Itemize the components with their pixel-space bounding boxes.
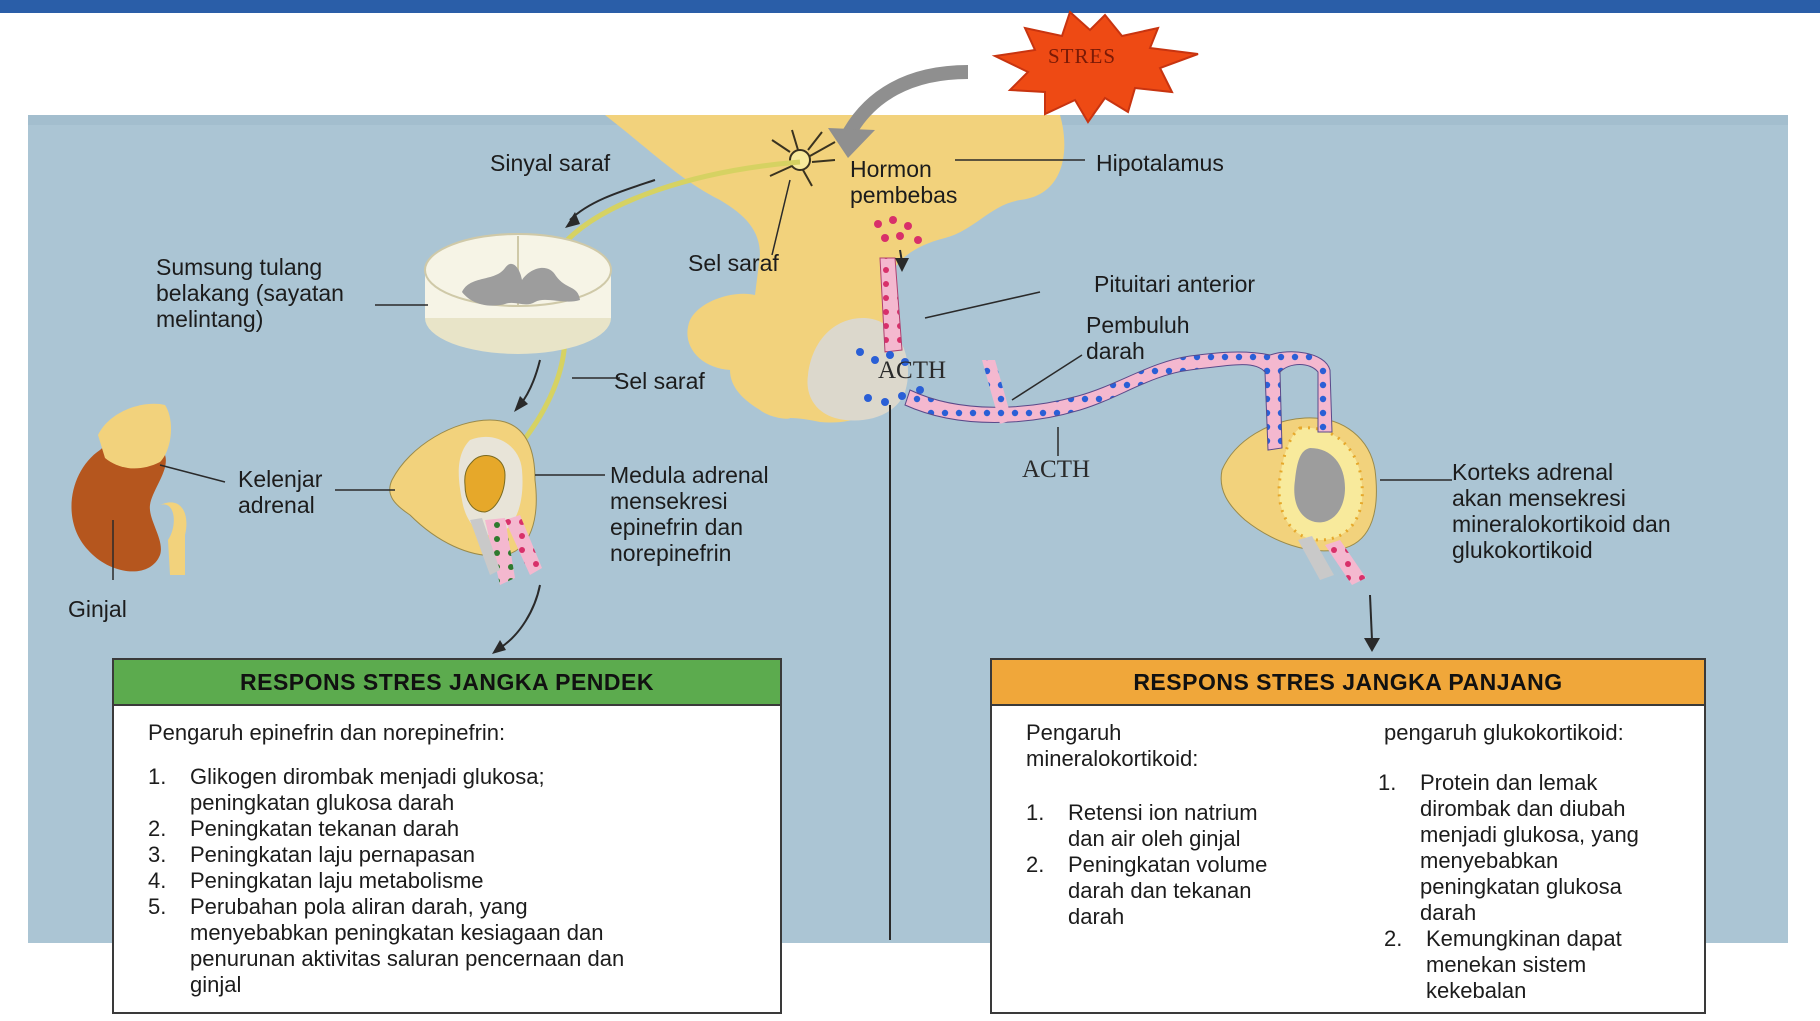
list-item: 1.Retensi ion natrium dan air oleh ginja… [1026, 800, 1326, 852]
label-hipotalamus: Hipotalamus [1096, 150, 1224, 176]
stres-label: STRES [1048, 44, 1116, 69]
mineralokortikoid-subtitle: Pengaruh mineralokortikoid: [1026, 720, 1198, 772]
label-ginjal: Ginjal [68, 596, 127, 622]
list-item: 4.Peningkatan laju metabolisme [148, 868, 768, 894]
glukokortikoid-list: 1.Protein dan lemak dirombak dan diubah … [1378, 770, 1698, 1004]
label-kelenjar-adrenal: Kelenjar adrenal [238, 466, 322, 518]
label-medula-adrenal: Medula adrenal mensekresi epinefrin dan … [610, 462, 769, 566]
list-item: 1.Protein dan lemak dirombak dan diubah … [1378, 770, 1698, 926]
label-korteks-adrenal: Korteks adrenal akan mensekresi mineralo… [1452, 459, 1671, 563]
list-item: 5.Perubahan pola aliran darah, yang meny… [148, 894, 768, 998]
list-item: 2.Peningkatan tekanan darah [148, 816, 768, 842]
short-term-subtitle: Pengaruh epinefrin dan norepinefrin: [148, 720, 505, 746]
short-term-list: 1.Glikogen dirombak menjadi glukosa; pen… [148, 764, 768, 998]
spinal-cord-icon [425, 234, 611, 354]
list-item: 1.Glikogen dirombak menjadi glukosa; pen… [148, 764, 768, 816]
label-hormon-pembebas: Hormon pembebas [850, 156, 957, 208]
glukokortikoid-subtitle: pengaruh glukokortikoid: [1384, 720, 1624, 746]
long-term-response-box: RESPONS STRES JANGKA PANJANG Pengaruh mi… [990, 658, 1706, 1014]
short-term-title: RESPONS STRES JANGKA PENDEK [114, 660, 780, 706]
label-acth-vessel: ACTH [1022, 457, 1090, 483]
label-sinyal-saraf: Sinyal saraf [490, 150, 610, 176]
long-term-title: RESPONS STRES JANGKA PANJANG [992, 660, 1704, 706]
mineralokortikoid-list: 1.Retensi ion natrium dan air oleh ginja… [1026, 800, 1326, 930]
list-item: 3.Peningkatan laju pernapasan [148, 842, 768, 868]
label-sumsung-tulang-belakang: Sumsung tulang belakang (sayatan melinta… [156, 254, 344, 332]
label-pembuluh-darah: Pembuluh darah [1086, 312, 1190, 364]
label-acth-gland: ACTH [878, 358, 946, 384]
list-item: 2.Peningkatan volume darah dan tekanan d… [1026, 852, 1326, 930]
label-pituitari-anterior: Pituitari anterior [1094, 271, 1255, 297]
short-term-response-box: RESPONS STRES JANGKA PENDEK Pengaruh epi… [112, 658, 782, 1014]
list-item: 2.Kemungkinan dapat menekan sistem kekeb… [1378, 926, 1698, 1004]
label-sel-saraf-mid: Sel saraf [614, 368, 705, 394]
label-sel-saraf-top: Sel saraf [688, 250, 779, 276]
